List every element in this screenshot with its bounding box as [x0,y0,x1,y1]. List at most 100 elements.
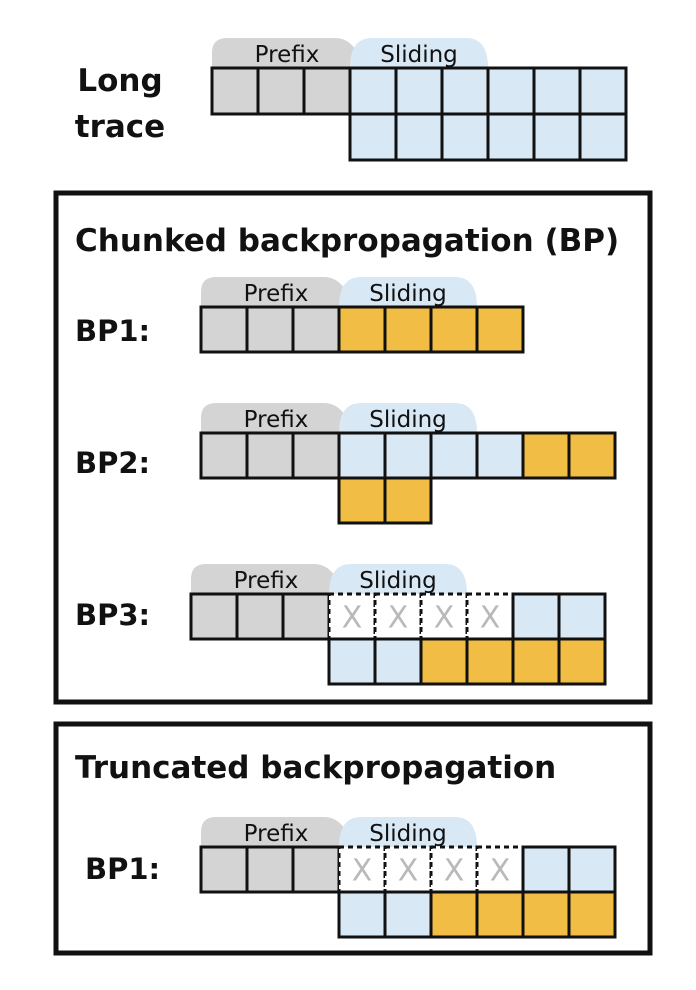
sliding-cell [327,637,377,686]
gradient-cell [521,890,571,939]
gradient-cell [383,476,433,525]
prefix-cell [199,305,249,354]
sliding-tab-label: Sliding [369,281,447,307]
chunked-title: Chunked backpropagation (BP) [75,223,619,259]
row-label-bp1: BP1: [75,314,150,348]
sliding-tab-label: Sliding [369,407,447,433]
chunked-bp3-tabs: Prefix Sliding [191,564,467,594]
prefix-cell [291,431,341,480]
sliding-cell [567,845,617,894]
prefix-cell [291,845,341,894]
prefix-cell [245,845,295,894]
sliding-tab [339,403,477,433]
sliding-cell [337,890,387,939]
prefix-tab-label: Prefix [255,42,320,68]
gradient-cell [475,890,525,939]
gradient-cell [337,476,387,525]
chunked-panel-frame [53,190,653,705]
sliding-cell [440,66,490,116]
sliding-cell [532,112,582,162]
gradient-cell [567,890,617,939]
masked-cell-mark: X [398,854,419,889]
masked-cell [429,845,479,894]
prefix-cell [210,66,260,116]
prefix-cell [199,431,249,480]
prefix-cell [235,592,285,641]
prefix-cell [302,66,352,116]
sliding-cell [429,431,479,480]
prefix-cell [199,845,249,894]
chunked-row-bp2: BP2: Prefix Sliding [75,403,617,525]
gradient-cell [557,637,607,686]
sliding-cell [475,431,525,480]
prefix-cell [245,431,295,480]
masked-cell-mark: X [388,601,409,636]
masked-cell [419,592,469,641]
sliding-cell [486,112,536,162]
prefix-cell [189,592,239,641]
row-label-truncated-bp1: BP1: [85,852,160,886]
sliding-tab-label: Sliding [369,821,447,847]
prefix-tab-label: Prefix [234,568,299,594]
gradient-cell [567,431,617,480]
gradient-cell [521,431,571,480]
sliding-cell [557,592,607,641]
chunked-row-bp1: BP1: Prefix Sliding [75,277,525,354]
gradient-cell [429,305,479,354]
sliding-cell [578,66,628,116]
masked-cell [383,845,433,894]
masked-cell-mark: X [352,854,373,889]
sliding-cell [511,592,561,641]
masked-cell-mark: X [444,854,465,889]
sliding-cell [337,431,387,480]
prefix-tab [212,38,364,68]
masked-cell [475,845,525,894]
prefix-tab [201,277,353,307]
masked-cell [337,845,387,894]
truncated-title: Truncated backpropagation [75,750,556,786]
sliding-cell [394,112,444,162]
chunked-bp1-tabs: Prefix Sliding [201,277,477,307]
long-trace-label-line2: trace [75,109,165,145]
chunked-bp2-tabs: Prefix Sliding [201,403,477,433]
gradient-cell [429,890,479,939]
sliding-tab-label: Sliding [359,568,437,594]
prefix-tab-label: Prefix [244,407,309,433]
sliding-cell [383,431,433,480]
prefix-tab [201,817,353,847]
sliding-tab [329,564,467,594]
masked-cell-mark: X [342,601,363,636]
masked-cell [373,592,423,641]
masked-cell-mark: X [490,854,511,889]
masked-cell [327,592,377,641]
sliding-cell [373,637,423,686]
sliding-cell [348,112,398,162]
prefix-tab [201,403,353,433]
sliding-tab [339,277,477,307]
gradient-cell [337,305,387,354]
prefix-tab [191,564,343,594]
sliding-cell [348,66,398,116]
sliding-tab [350,38,488,68]
prefix-cell [245,305,295,354]
prefix-tab-label: Prefix [244,281,309,307]
long-trace-cells [210,66,628,162]
masked-cell-mark: X [434,601,455,636]
gradient-cell [465,637,515,686]
gradient-cell [511,637,561,686]
row-label-bp3: BP3: [75,598,150,632]
row-label-bp2: BP2: [75,446,150,480]
prefix-cell [281,592,331,641]
prefix-cell [256,66,306,116]
masked-cell-mark: X [480,601,501,636]
sliding-cell [521,845,571,894]
prefix-cell [291,305,341,354]
sliding-cell [532,66,582,116]
gradient-cell [419,637,469,686]
